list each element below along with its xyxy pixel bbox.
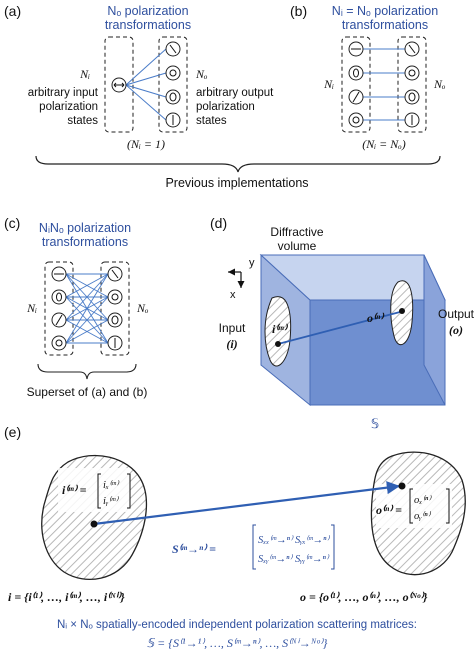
panel-e-input-vector: i⁽ᵐ⁾ = iₓ⁽ᵐ⁾ iᵧ⁽ᵐ⁾ <box>58 468 131 512</box>
panel-b-input-box <box>341 36 371 133</box>
panel-d-axis-y: y <box>249 257 255 269</box>
previous-implementations-label: Previous implementations <box>165 176 308 190</box>
panel-a-input-symbol: Nᵢ <box>79 67 90 81</box>
panel-e: (e) i⁽ᵐ⁾ = iₓ⁽ᵐ⁾ iᵧ⁽ᵐ⁾ o⁽ⁿ⁾ = oₓ⁽ⁿ⁾ oᵧ⁽ⁿ… <box>4 424 466 650</box>
panel-e-matrix-symbol: S⁽ᵐ→ⁿ⁾ = <box>172 542 216 556</box>
panel-a-output-desc-1: arbitrary output <box>196 87 274 99</box>
panel-b-title-line1: Nᵢ = Nₒ polarization <box>332 4 438 18</box>
panel-b-output-states <box>404 41 420 128</box>
panel-c-title-line1: NᵢNₒ polarization <box>39 221 131 235</box>
panel-a-input-state <box>111 77 127 93</box>
panel-d-output-point-label: o⁽ⁿ⁾ <box>367 311 385 325</box>
panel-e-output-vector: o⁽ⁿ⁾ = oₓ⁽ⁿ⁾ oᵧ⁽ⁿ⁾ <box>376 484 452 528</box>
panel-a-condition: (Nᵢ = 1) <box>127 137 165 151</box>
panel-e-caption-line2: 𝕊 = {S⁽¹→¹⁾, …, S⁽ᵐ→ⁿ⁾, …, S⁽ᴺⁱ→ᴺᵒ⁾} <box>147 636 328 650</box>
panel-d-volume-label-line2: volume <box>278 239 317 253</box>
panel-a-title-line1: Nₒ polarization <box>107 4 188 18</box>
panel-b-input-symbol: Nᵢ <box>323 77 334 91</box>
panel-e-input-set: i = {i⁽¹⁾, …, i⁽ᵐ⁾, …, i⁽ᴺⁱ⁾} <box>8 590 126 604</box>
panel-a-input-desc-3: states <box>67 115 98 127</box>
panel-d-output-symbol: (o) <box>449 323 463 337</box>
panel-c-brace <box>37 363 137 380</box>
panel-d-axes: y x <box>228 257 255 301</box>
panel-b-output-symbol: Nₒ <box>433 77 446 91</box>
panel-e-output-vector-label: o⁽ⁿ⁾ = <box>376 503 402 517</box>
panel-e-matrix-xx: Sₓₓ⁽ᵐ→ⁿ⁾ <box>258 535 294 546</box>
panel-d-input-symbol: (i) <box>226 337 237 351</box>
panel-c: (c) NᵢNₒ polarization transformations <box>4 215 149 399</box>
panel-d-axis-x: x <box>230 289 236 301</box>
panel-e-output-comp-y: oᵧ⁽ⁿ⁾ <box>414 511 432 522</box>
panel-d: (d) Diffractive volume y x i⁽ᵐ⁾ o⁽ⁿ⁾ Inp… <box>210 215 474 431</box>
panel-b-input-states <box>348 41 364 128</box>
panel-c-title-line2: transformations <box>42 235 128 249</box>
panel-a-output-box <box>158 36 188 133</box>
panel-d-propagation-arrow <box>277 311 401 345</box>
panel-e-input-point <box>90 520 98 528</box>
panel-d-output-label: Output <box>438 307 474 321</box>
panel-c-output-symbol: Nₒ <box>136 301 149 315</box>
panel-c-superset-label: Superset of (a) and (b) <box>27 385 148 399</box>
panel-b-title-line2: transformations <box>342 18 428 32</box>
panel-e-matrix-yx: Sᵧₓ⁽ᵐ→ⁿ⁾ <box>295 535 330 546</box>
panel-e-matrix-yy: Sᵧᵧ⁽ᵐ→ⁿ⁾ <box>295 554 330 565</box>
panel-a-label: (a) <box>4 3 21 19</box>
panel-a: (a) Nₒ polarization transformations <box>4 3 274 151</box>
panel-b-label: (b) <box>290 3 307 19</box>
panel-c-output-states <box>107 266 123 351</box>
panel-e-scattering-matrix: S⁽ᵐ→ⁿ⁾ = Sₓₓ⁽ᵐ→ⁿ⁾ Sᵧₓ⁽ᵐ→ⁿ⁾ Sₓᵧ⁽ᵐ→ⁿ⁾ Sᵧᵧ⁽… <box>172 524 335 570</box>
panel-d-input-plane <box>264 296 292 367</box>
panel-d-input-point <box>275 341 281 347</box>
panel-e-caption-line1: Nᵢ × Nₒ spatially-encoded independent po… <box>57 619 417 631</box>
panel-b-condition: (Nᵢ = Nₒ) <box>362 137 405 151</box>
panel-d-label: (d) <box>210 215 227 231</box>
panel-a-connections <box>125 48 167 121</box>
panel-c-connections <box>65 273 109 344</box>
panel-e-input-comp-y: iᵧ⁽ᵐ⁾ <box>103 496 119 507</box>
panel-c-label: (c) <box>4 215 20 231</box>
panel-e-input-vector-label: i⁽ᵐ⁾ = <box>62 483 87 497</box>
panel-e-scattering-arrow <box>93 481 401 526</box>
panel-b-output-box <box>397 36 427 133</box>
panel-a-output-desc-3: states <box>196 115 227 127</box>
panel-a-input-desc-2: polarization <box>39 101 98 113</box>
panel-e-input-comp-x: iₓ⁽ᵐ⁾ <box>103 480 120 491</box>
panel-d-volume-label-line1: Diffractive <box>270 225 323 239</box>
panel-d-input-point-label: i⁽ᵐ⁾ <box>272 322 289 336</box>
panel-d-input-label: Input <box>219 321 246 335</box>
panel-d-output-point <box>399 308 405 314</box>
panel-e-matrix-xy: Sₓᵧ⁽ᵐ→ⁿ⁾ <box>258 554 293 565</box>
panel-c-input-box <box>44 261 74 356</box>
panel-e-output-point <box>398 482 406 490</box>
previous-brace: Previous implementations <box>35 155 441 190</box>
panel-d-set-symbol: 𝕊 <box>371 416 379 431</box>
panel-a-output-desc-2: polarization <box>196 101 255 113</box>
panel-c-output-box <box>100 261 130 356</box>
panel-a-input-box <box>104 36 134 133</box>
panel-a-input-desc-1: arbitrary input <box>28 87 99 99</box>
panel-a-output-states <box>165 41 181 128</box>
panel-e-output-set: o = {o⁽¹⁾, …, o⁽ⁿ⁾, …, o⁽ᴺᵒ⁾} <box>300 590 428 604</box>
panel-e-output-comp-x: oₓ⁽ⁿ⁾ <box>414 495 432 506</box>
panel-c-input-states <box>51 266 67 351</box>
panel-e-label: (e) <box>4 424 21 440</box>
panel-b-connections <box>363 48 405 121</box>
panel-b: (b) Nᵢ = Nₒ polarization transformations <box>290 3 446 151</box>
panel-a-title-line2: transformations <box>105 18 191 32</box>
panel-c-input-symbol: Nᵢ <box>26 301 37 315</box>
panel-a-output-symbol: Nₒ <box>195 67 208 81</box>
